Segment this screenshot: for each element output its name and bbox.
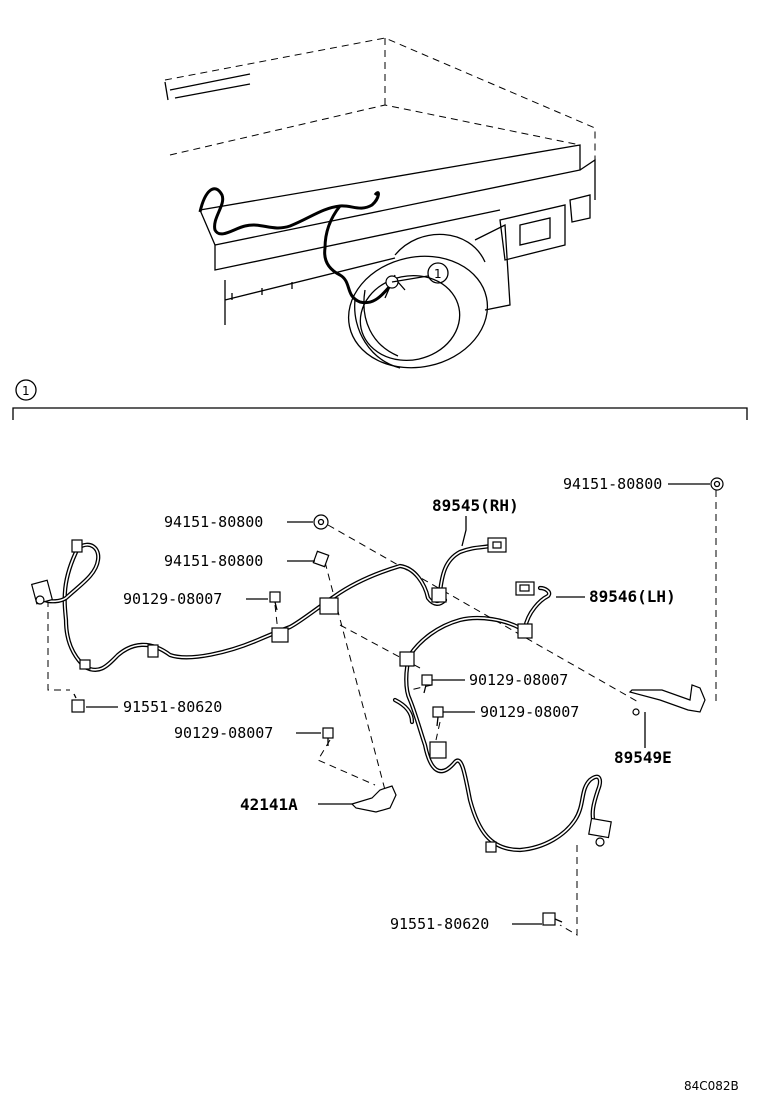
part-label: 90129-08007 — [174, 724, 273, 742]
part-label: 90129-08007 — [123, 590, 222, 608]
bolt-icon — [432, 706, 444, 727]
part-label: 91551-80620 — [123, 698, 222, 716]
part-label: 91551-80620 — [390, 915, 489, 933]
part-label: 94151-80800 — [164, 513, 263, 531]
nut-icon — [312, 550, 330, 568]
section-callout-number: 1 — [22, 384, 30, 398]
section-callout-circle — [15, 379, 37, 401]
figure-code: 84C082B — [684, 1079, 739, 1093]
bolt-icon — [421, 674, 433, 694]
bolt-icon — [269, 591, 281, 611]
callout-circle — [427, 262, 449, 284]
part-label: 89549E — [614, 748, 672, 767]
rh-connector — [487, 537, 507, 553]
part-label: 42141A — [240, 795, 298, 814]
bolt-icon — [542, 912, 563, 926]
part-label: 89545(RH) — [432, 496, 519, 515]
nut-icon — [710, 477, 724, 491]
part-label: 94151-80800 — [164, 552, 263, 570]
part-label: 94151-80800 — [563, 475, 662, 493]
bolt-icon — [322, 727, 334, 746]
clamp-42141a — [350, 785, 397, 813]
bracket-89549e — [628, 684, 706, 748]
leader-lines — [86, 483, 710, 925]
wire-clip — [79, 587, 533, 853]
abs-sensor-wire-harness — [30, 537, 612, 853]
part-label: 89546(LH) — [589, 587, 676, 606]
right-sensor-head — [588, 817, 612, 847]
part-label: 90129-08007 — [480, 703, 579, 721]
callout-number-top: 1 — [434, 267, 442, 281]
left-sensor-head — [30, 539, 83, 605]
section-header: 1 — [12, 379, 748, 420]
truck-illustration: 1 — [164, 37, 596, 369]
part-labels: 94151-80800 94151-80800 94151-80800 9012… — [123, 475, 676, 933]
lh-connector — [515, 581, 535, 596]
part-label: 90129-08007 — [469, 671, 568, 689]
bolt-icon — [71, 693, 85, 713]
nut-icon — [313, 514, 329, 530]
